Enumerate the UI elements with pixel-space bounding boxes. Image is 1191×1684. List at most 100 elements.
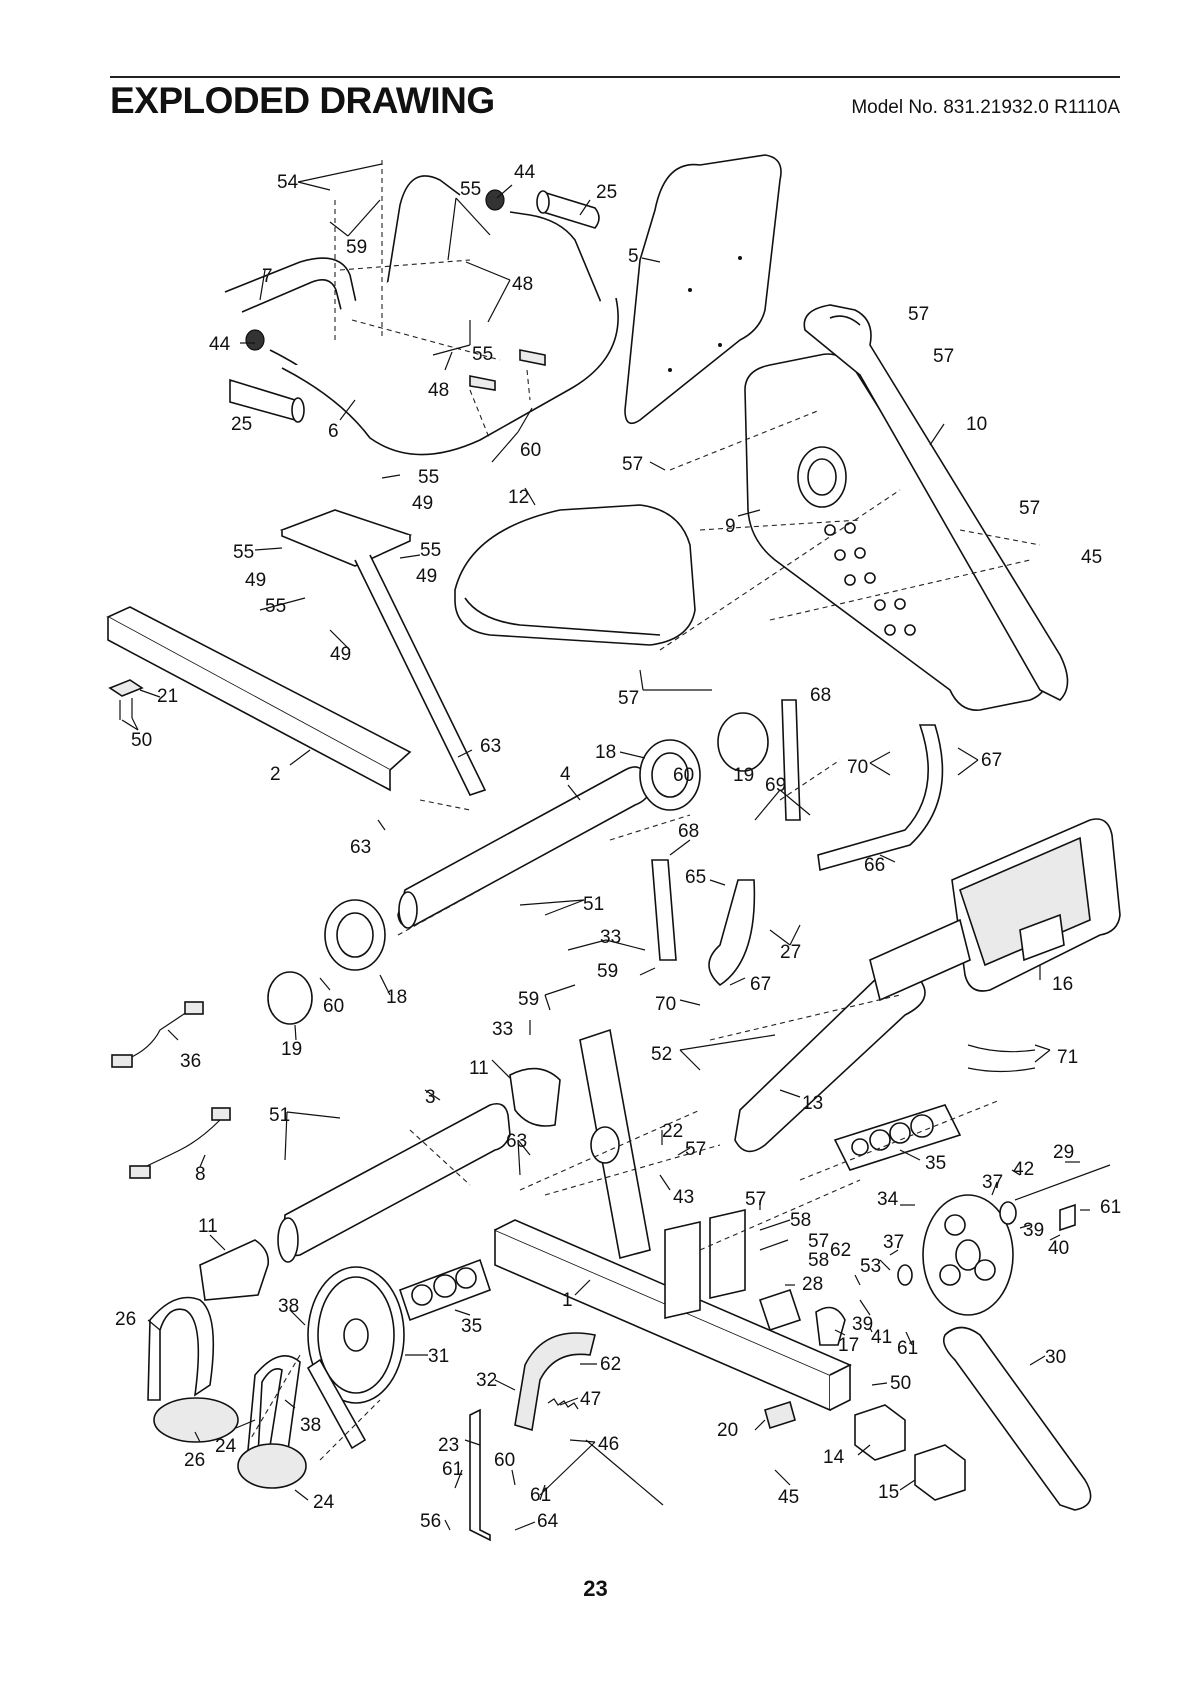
- callout-22: 22: [662, 1121, 683, 1142]
- callout-61: 61: [1100, 1197, 1121, 1218]
- callout-28: 28: [802, 1274, 823, 1295]
- part-25-foam-grip: [229, 190, 600, 423]
- callout-3: 3: [425, 1087, 436, 1108]
- callout-60: 60: [494, 1450, 515, 1471]
- callout-48: 48: [512, 274, 533, 295]
- part-4-crossbar: [397, 766, 651, 929]
- callout-5: 5: [628, 246, 639, 267]
- callout-53: 53: [860, 1256, 881, 1277]
- part-13-upright: [734, 918, 971, 1153]
- callout-38: 38: [300, 1415, 321, 1436]
- callout-63: 63: [350, 837, 371, 858]
- callout-67: 67: [981, 750, 1002, 771]
- callout-56: 56: [420, 1511, 441, 1532]
- callout-16: 16: [1052, 974, 1073, 995]
- callout-45: 45: [778, 1487, 799, 1508]
- part-9-rear-shroud: [744, 353, 1047, 711]
- callout-65: 65: [685, 867, 706, 888]
- callout-60: 60: [323, 996, 344, 1017]
- callout-4: 4: [560, 764, 571, 785]
- callout-60: 60: [673, 765, 694, 786]
- part-65-handlebar: [708, 879, 756, 987]
- part-20-endcap: [764, 1400, 796, 1430]
- callout-67: 67: [750, 974, 771, 995]
- callout-24: 24: [313, 1492, 335, 1513]
- callout-57: 57: [618, 688, 639, 709]
- part-8-wire-harness: [129, 1107, 231, 1179]
- part-47-spring: [547, 1398, 579, 1410]
- right-axle-parts: [897, 1164, 1111, 1286]
- part-36-wire-harness: [111, 1001, 204, 1068]
- callout-51: 51: [583, 894, 604, 915]
- part-brackets: [469, 349, 546, 391]
- callout-50: 50: [131, 730, 152, 751]
- part-35-bearing-set: [398, 1104, 962, 1322]
- callout-41: 41: [871, 1327, 892, 1348]
- part-26-pedal-strap: [147, 1296, 301, 1457]
- part-66-handlebar: [817, 724, 944, 872]
- callout-29: 29: [1053, 1142, 1074, 1163]
- part-21-leveler: [108, 679, 144, 720]
- callout-63: 63: [506, 1131, 527, 1152]
- callout-55: 55: [233, 542, 254, 563]
- callout-68: 68: [678, 821, 699, 842]
- callout-59: 59: [597, 961, 618, 982]
- callout-46: 46: [598, 1434, 619, 1455]
- callout-57: 57: [622, 454, 643, 475]
- callout-39: 39: [1023, 1220, 1044, 1241]
- callout-64: 64: [537, 1511, 559, 1532]
- part-31-pulley: [306, 1266, 405, 1450]
- callout-34: 34: [877, 1189, 899, 1210]
- callout-45: 45: [1081, 547, 1102, 568]
- callout-13: 13: [802, 1093, 823, 1114]
- part-15-endcap: [914, 1444, 966, 1501]
- callout-25: 25: [231, 414, 252, 435]
- callout-61: 61: [442, 1459, 463, 1480]
- callout-37: 37: [883, 1232, 904, 1253]
- leader-lines: [121, 163, 1090, 1531]
- callout-35: 35: [461, 1316, 482, 1337]
- callout-30: 30: [1045, 1347, 1066, 1368]
- callout-55: 55: [265, 596, 286, 617]
- part-44-end-cap: [245, 189, 505, 351]
- callout-63: 63: [480, 736, 501, 757]
- callout-26: 26: [115, 1309, 136, 1330]
- callout-49: 49: [412, 493, 433, 514]
- callout-71: 71: [1057, 1047, 1078, 1068]
- callout-32: 32: [476, 1370, 497, 1391]
- callout-69: 69: [765, 775, 786, 796]
- part-68-pulse-grip: [651, 699, 801, 961]
- callout-8: 8: [195, 1164, 206, 1185]
- callout-55: 55: [420, 540, 441, 561]
- callout-68: 68: [810, 685, 831, 706]
- callout-60: 60: [520, 440, 541, 461]
- callout-23: 23: [438, 1435, 459, 1456]
- callout-57: 57: [745, 1189, 766, 1210]
- part-18-wheel: [324, 739, 701, 971]
- part-19-disc: [267, 712, 769, 1025]
- callout-70: 70: [655, 994, 676, 1015]
- callout-19: 19: [733, 765, 754, 786]
- callout-57: 57: [685, 1139, 706, 1160]
- part-3-main-tube: [277, 1102, 511, 1263]
- callout-17: 17: [838, 1335, 859, 1356]
- callout-19: 19: [281, 1039, 302, 1060]
- callout-59: 59: [346, 237, 367, 258]
- callout-39: 39: [852, 1314, 873, 1335]
- callout-24: 24: [215, 1436, 237, 1457]
- part-10-rear-shroud-side: [803, 304, 1069, 701]
- callout-44: 44: [514, 162, 536, 183]
- callout-54: 54: [277, 172, 299, 193]
- callout-25: 25: [596, 182, 617, 203]
- part-2-frame: [106, 606, 412, 792]
- callout-55: 55: [472, 344, 493, 365]
- callout-9: 9: [725, 516, 736, 537]
- callout-55: 55: [460, 179, 481, 200]
- callout-42: 42: [1013, 1159, 1034, 1180]
- callout-36: 36: [180, 1051, 201, 1072]
- assembly-line: [659, 409, 1041, 651]
- callout-31: 31: [428, 1346, 449, 1367]
- callout-51: 51: [269, 1105, 290, 1126]
- callout-66: 66: [864, 855, 885, 876]
